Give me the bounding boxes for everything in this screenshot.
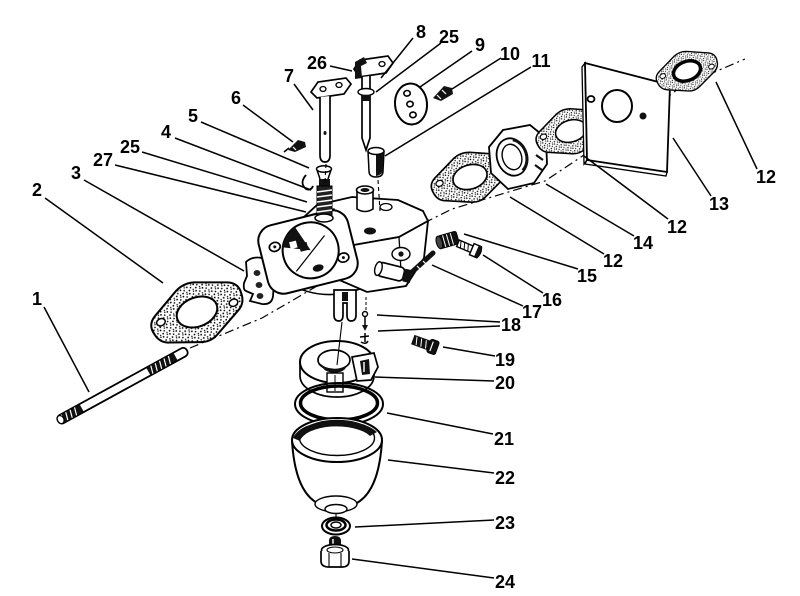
callout-label-10-13: 10 bbox=[500, 44, 520, 64]
callout-label-5-6: 5 bbox=[188, 106, 198, 126]
leader-line-10 bbox=[451, 57, 502, 90]
leader-line-4 bbox=[174, 137, 312, 191]
callout-label-12-19: 12 bbox=[603, 251, 623, 271]
callout-label-22-27: 22 bbox=[495, 468, 515, 488]
part-washer bbox=[321, 516, 351, 536]
part-throttle-shaft bbox=[309, 77, 353, 183]
leader-line-9 bbox=[419, 50, 473, 88]
callout-label-14-18: 14 bbox=[633, 233, 653, 253]
leader-line-12 bbox=[715, 81, 758, 170]
leader-line-7 bbox=[293, 83, 314, 111]
callout-label-27-3: 27 bbox=[93, 150, 113, 170]
leader-line-13 bbox=[672, 137, 712, 197]
leader-line-18 bbox=[377, 325, 501, 332]
part-clip-26 bbox=[355, 57, 367, 79]
leader-line-14 bbox=[545, 183, 635, 237]
leader-line-15 bbox=[463, 233, 579, 270]
callout-label-25-11: 25 bbox=[439, 27, 459, 47]
leader-line-21 bbox=[386, 412, 494, 435]
leader-line-11 bbox=[384, 66, 532, 157]
part-inlet-seat bbox=[367, 146, 385, 212]
part-screw-10 bbox=[433, 86, 453, 101]
leader-line-12 bbox=[509, 196, 605, 255]
part-choke-shaft bbox=[352, 55, 395, 153]
leader-line-18 bbox=[376, 314, 501, 323]
part-screw-16 bbox=[455, 239, 483, 259]
callout-label-20-25: 20 bbox=[495, 373, 515, 393]
callout-label-12-17: 12 bbox=[667, 217, 687, 237]
part-inlet-needle-and-clip bbox=[359, 297, 370, 345]
part-hinge-pin-17 bbox=[409, 250, 436, 275]
part-spacer-14 bbox=[488, 124, 548, 190]
callout-label-21-26: 21 bbox=[494, 429, 514, 449]
callout-label-1-0: 1 bbox=[32, 289, 42, 309]
callout-label-12-15: 12 bbox=[756, 167, 776, 187]
callout-label-2-1: 2 bbox=[32, 180, 42, 200]
nozzle-centerline bbox=[336, 321, 343, 366]
callout-label-24-29: 24 bbox=[495, 572, 515, 592]
leader-line-26 bbox=[329, 65, 353, 72]
part-gasket-12c bbox=[649, 40, 725, 103]
callout-label-13-16: 13 bbox=[709, 194, 729, 214]
callout-label-19-24: 19 bbox=[495, 350, 515, 370]
leader-line-5 bbox=[200, 121, 310, 169]
leader-line-17 bbox=[431, 264, 524, 307]
leader-line-24 bbox=[351, 558, 495, 579]
leader-line-27 bbox=[114, 164, 307, 213]
callout-label-23-28: 23 bbox=[495, 513, 515, 533]
part-float-bowl bbox=[291, 417, 383, 519]
part-mounting-stud bbox=[56, 346, 189, 425]
part-jet-15 bbox=[435, 230, 460, 250]
leader-line-23 bbox=[354, 519, 495, 528]
part-mixture-screw-and-spring bbox=[301, 165, 334, 223]
leader-line-12 bbox=[583, 155, 669, 220]
callout-label-25-4: 25 bbox=[120, 137, 140, 157]
leader-line-19 bbox=[442, 346, 496, 357]
part-bowl-nut bbox=[320, 536, 350, 568]
leader-line-3 bbox=[83, 179, 245, 272]
callout-label-17-22: 17 bbox=[522, 302, 542, 322]
part-screw-6 bbox=[283, 140, 306, 153]
callout-label-9-12: 9 bbox=[475, 35, 485, 55]
callout-label-8-10: 8 bbox=[416, 22, 426, 42]
leader-line-1 bbox=[43, 306, 90, 393]
leader-line-20 bbox=[374, 376, 495, 382]
callout-label-6-7: 6 bbox=[231, 88, 241, 108]
callout-label-15-20: 15 bbox=[577, 266, 597, 286]
leader-line-8 bbox=[380, 37, 414, 79]
part-choke-plate bbox=[393, 82, 429, 126]
callout-label-4-5: 4 bbox=[161, 122, 171, 142]
leader-line-22 bbox=[387, 459, 495, 474]
callout-label-11-14: 11 bbox=[531, 51, 550, 71]
callout-label-3-2: 3 bbox=[71, 163, 81, 183]
callout-label-16-21: 16 bbox=[542, 290, 562, 310]
part-plug-screw-19 bbox=[411, 334, 440, 355]
callout-label-7-8: 7 bbox=[284, 66, 294, 86]
leader-line-16 bbox=[482, 254, 544, 294]
leader-line-2 bbox=[44, 197, 164, 284]
part-heat-shield-plate-13 bbox=[581, 61, 671, 177]
leader-line-6 bbox=[242, 104, 294, 143]
callout-label-26-9: 26 bbox=[307, 53, 327, 73]
leader-line-25 bbox=[375, 42, 442, 93]
callout-label-18-23: 18 bbox=[501, 315, 521, 335]
leader-line-25 bbox=[141, 151, 308, 203]
